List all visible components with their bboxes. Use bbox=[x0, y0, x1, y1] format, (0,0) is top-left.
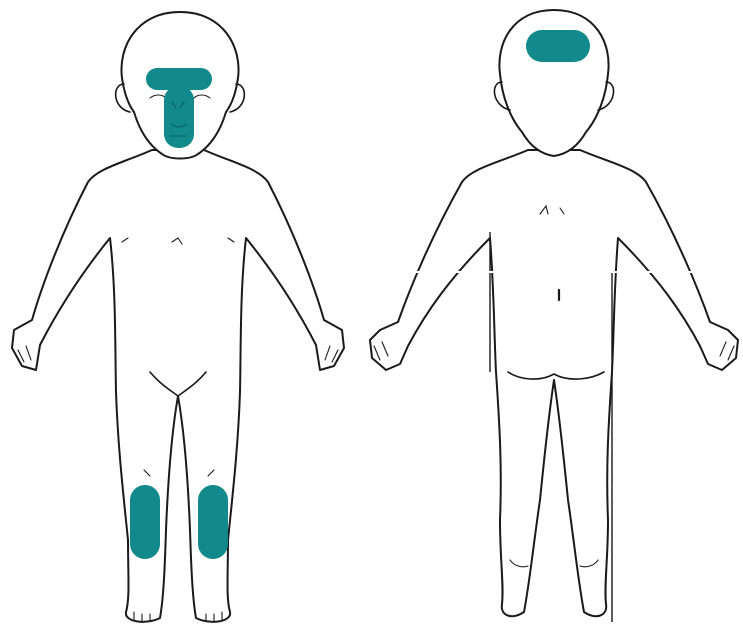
back-head-highlight bbox=[526, 30, 590, 62]
back-view-figure bbox=[364, 10, 740, 622]
front-view-figure bbox=[12, 12, 344, 622]
front-left-shin-highlight bbox=[130, 485, 160, 559]
front-nose-chin-highlight bbox=[164, 86, 194, 148]
front-right-shin-highlight bbox=[198, 485, 228, 559]
back-body-outline bbox=[370, 150, 738, 616]
front-body-outline bbox=[12, 150, 344, 622]
